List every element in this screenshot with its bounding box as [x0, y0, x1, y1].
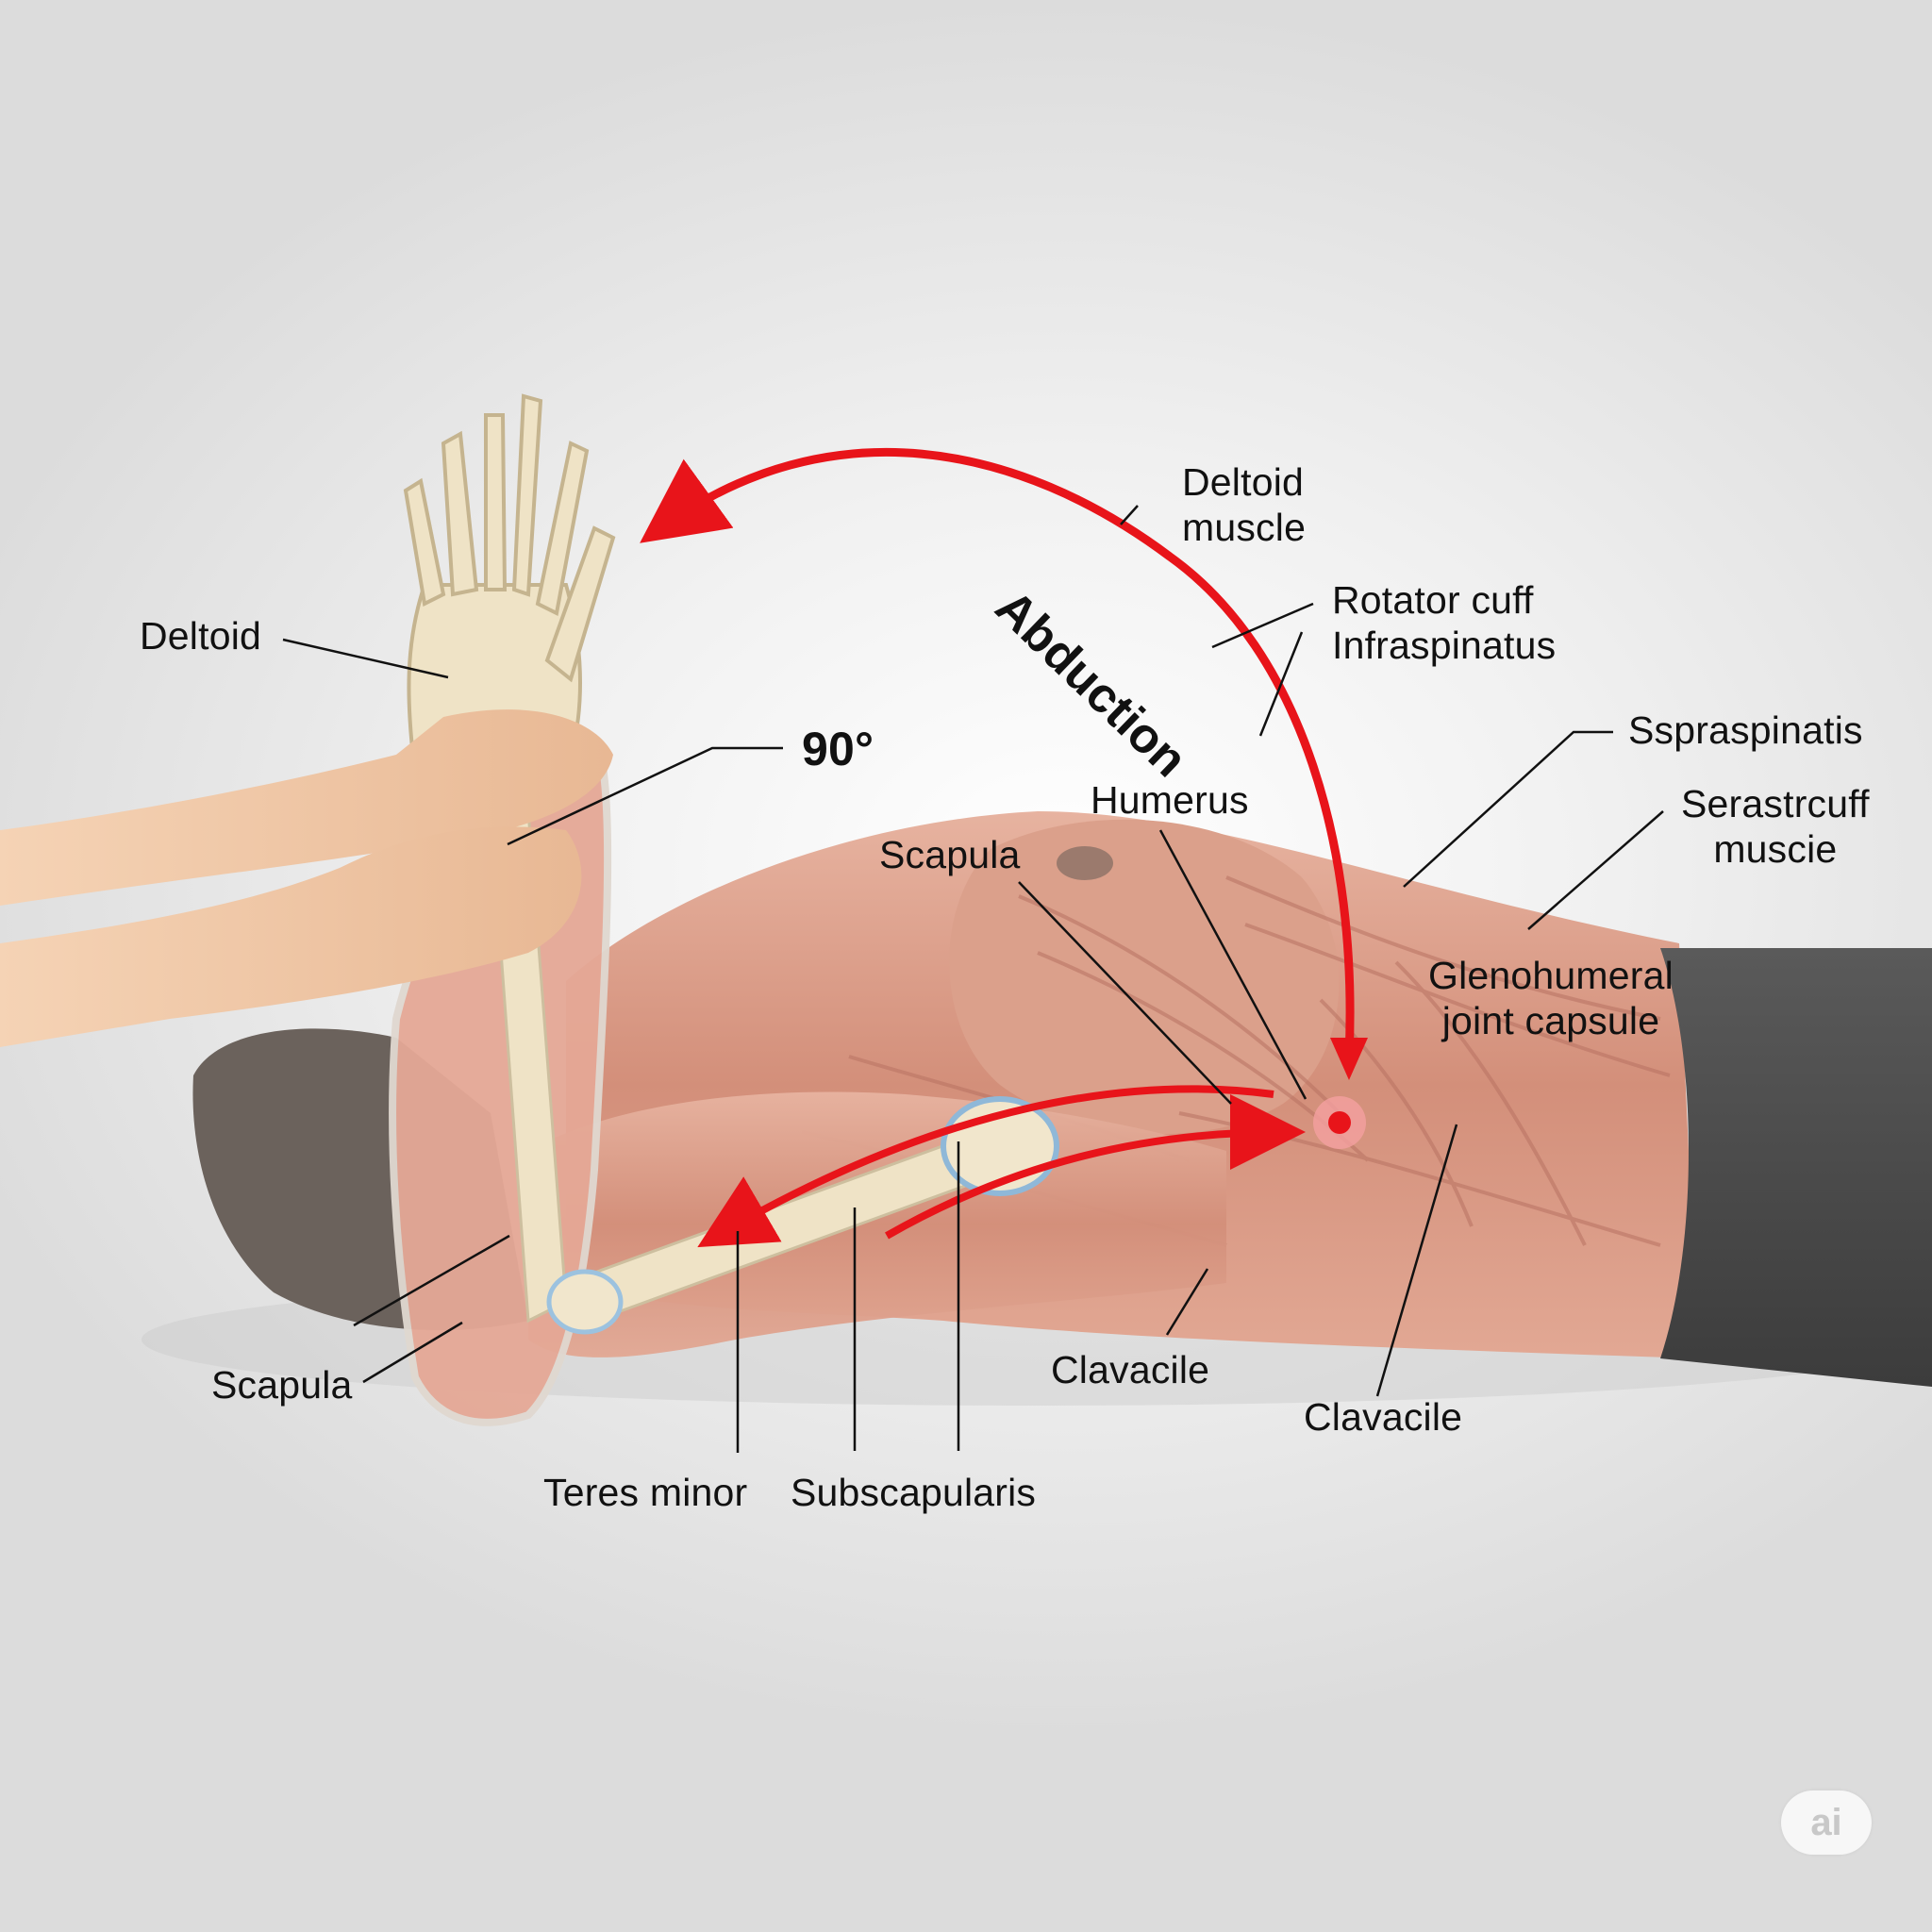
- rotation-arrow-2: [885, 1094, 1306, 1240]
- label-deltoid-hand: Deltoid: [140, 614, 262, 658]
- label-scapula-left: Scapula: [211, 1363, 353, 1407]
- label-scapula-top: Scapula: [879, 833, 1021, 876]
- label-humerus: Humerus: [1091, 778, 1249, 822]
- label-rotator-cuff: Rotator cuff Infraspinatus: [1332, 578, 1557, 667]
- clothing: [1660, 948, 1932, 1387]
- helper-arm-lower: [0, 826, 582, 1047]
- shoulder-mass: [949, 819, 1340, 1135]
- leader-lines: [282, 505, 1664, 1453]
- abduction-arrowhead: [1330, 1038, 1368, 1080]
- rotation-arrow-1: [697, 1085, 1274, 1248]
- label-glenohumeral-capsule: Glenohumeral joint capsule: [1428, 954, 1674, 1042]
- shoulder-spot: [1057, 846, 1113, 880]
- label-clavicle-2: Clavacile: [1304, 1395, 1463, 1439]
- label-angle: 90°: [802, 723, 874, 775]
- label-sspraspinatis: Sspraspinatis: [1628, 708, 1863, 752]
- label-teres-minor: Teres minor: [543, 1471, 748, 1514]
- elbow-joint: [546, 1269, 624, 1335]
- label-deltoid-muscle: Deltoid muscle: [1182, 460, 1307, 549]
- ai-badge-text: ai: [1810, 1802, 1842, 1843]
- ai-badge: ai: [1781, 1790, 1872, 1855]
- label-subscapularis: Subscapularis: [791, 1471, 1037, 1514]
- label-serast-muscle: Serastrcuff muscie: [1681, 782, 1870, 871]
- helper-arm-upper: [0, 709, 613, 906]
- abduction-arc: [640, 447, 1355, 1058]
- label-clavicle-1: Clavacile: [1051, 1348, 1210, 1391]
